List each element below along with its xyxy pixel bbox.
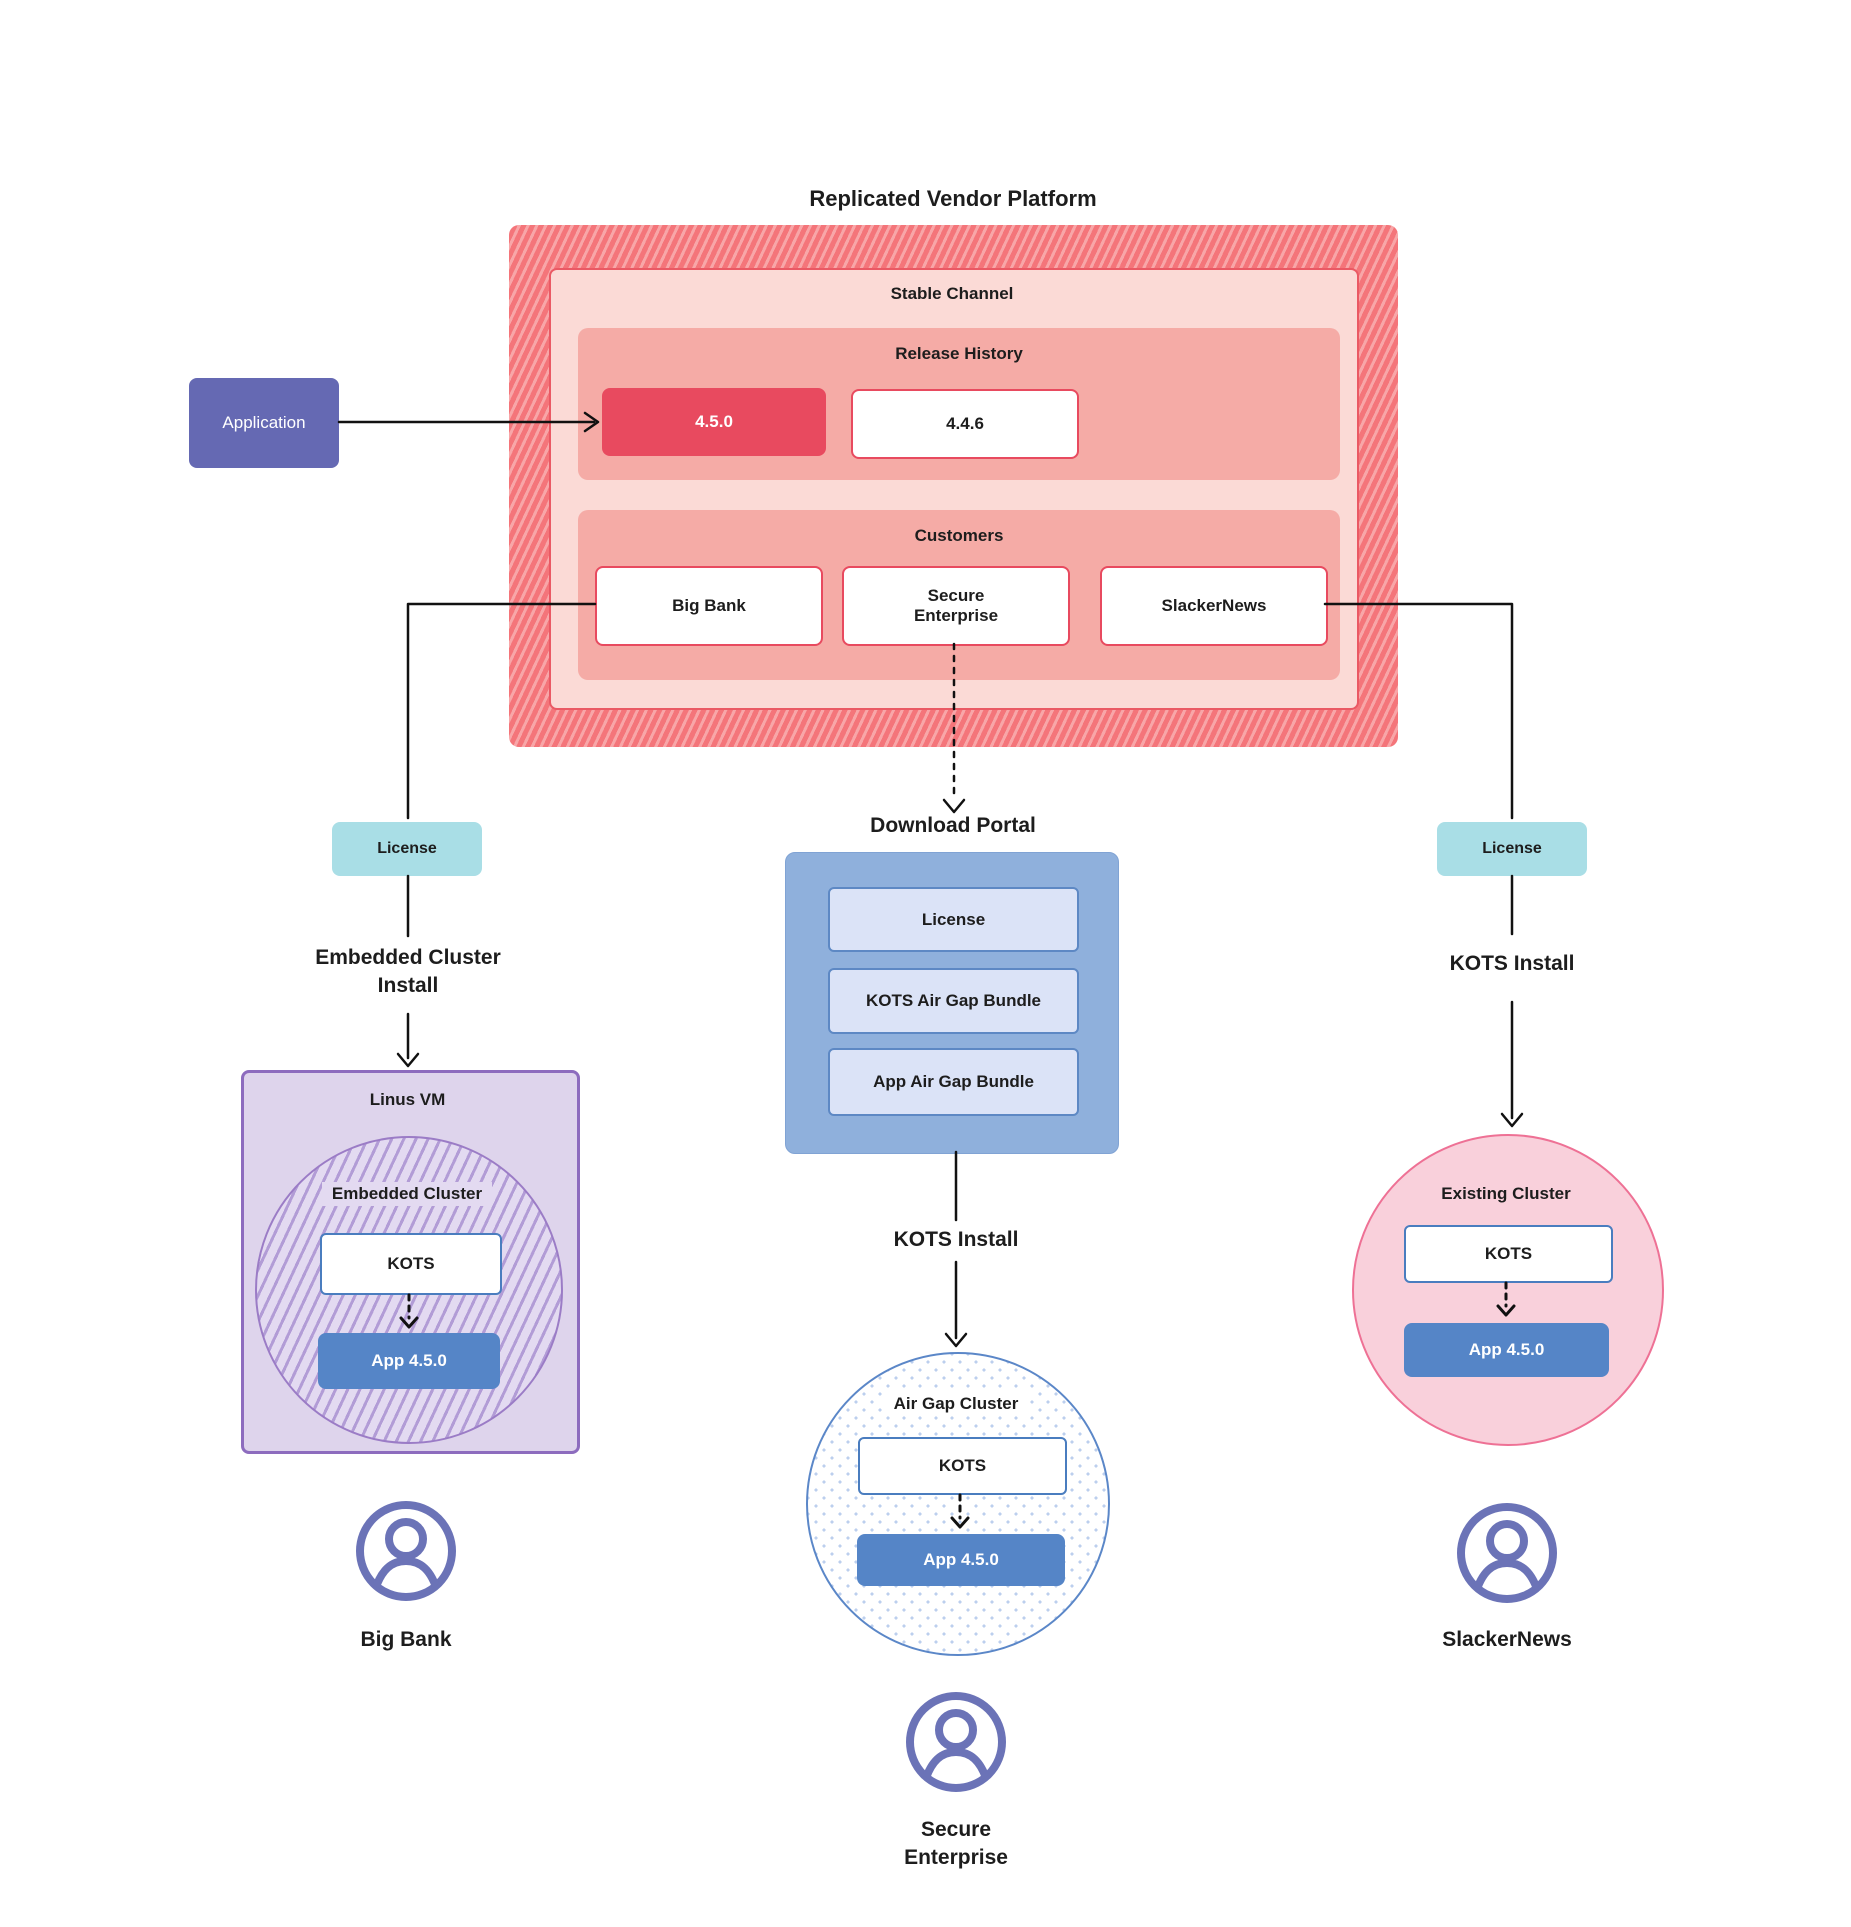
big-bank-name: Big Bank (360, 1628, 452, 1651)
slackernews-user-icon (1453, 1499, 1561, 1607)
customer-big-bank-label: Big Bank (672, 596, 746, 615)
kots-box-embedded: KOTS (320, 1233, 502, 1295)
app-box-airgap: App 4.5.0 (857, 1534, 1065, 1586)
app-box-existing: App 4.5.0 (1404, 1323, 1609, 1377)
download-portal-app-bundle-item: App Air Gap Bundle (828, 1048, 1079, 1116)
application-box: Application (189, 378, 339, 468)
customer-secure-enterprise: Secure Enterprise (842, 566, 1070, 646)
existing-cluster-circle (1352, 1134, 1664, 1446)
kots-install-label-middle: KOTS Install (893, 1228, 1019, 1251)
linus-vm-label: Linus VM (369, 1090, 446, 1109)
big-bank-user-icon (352, 1497, 460, 1605)
arrowhead-portal (942, 798, 966, 814)
embedded-cluster-install-label: Embedded Cluster Install (315, 946, 501, 997)
kots-install-label-right: KOTS Install (1449, 952, 1575, 975)
kots-box-existing: KOTS (1404, 1225, 1613, 1283)
big-bank-license-box: License (332, 822, 482, 876)
release-version-current: 4.5.0 (602, 388, 826, 456)
air-gap-cluster-label: Air Gap Cluster (806, 1392, 1106, 1416)
slackernews-name: SlackerNews (1442, 1628, 1572, 1651)
kots-box-airgap: KOTS (858, 1437, 1067, 1495)
release-history-label: Release History (895, 344, 1023, 363)
app-box-embedded: App 4.5.0 (318, 1333, 500, 1389)
arrowhead-vm (396, 1052, 420, 1068)
diagram-title: Replicated Vendor Platform (809, 186, 1097, 211)
customer-slackernews-label: SlackerNews (1161, 596, 1267, 615)
secure-enterprise-user-icon (902, 1688, 1010, 1796)
customer-big-bank: Big Bank (595, 566, 823, 646)
arrowhead-airgap (944, 1332, 968, 1348)
embedded-cluster-label: Embedded Cluster (255, 1182, 559, 1206)
customer-secure-enterprise-label: Secure Enterprise (913, 586, 999, 625)
download-portal-kots-bundle-item: KOTS Air Gap Bundle (828, 968, 1079, 1034)
arrowhead-existing (1500, 1112, 1524, 1128)
download-portal-license-item: License (828, 887, 1079, 952)
release-version-previous: 4.4.6 (851, 389, 1079, 459)
customers-label: Customers (914, 526, 1004, 545)
existing-cluster-label: Existing Cluster (1441, 1184, 1571, 1203)
download-portal-title: Download Portal (870, 814, 1036, 837)
stable-channel-label: Stable Channel (890, 284, 1014, 303)
slackernews-license-box: License (1437, 822, 1587, 876)
customer-slackernews: SlackerNews (1100, 566, 1328, 646)
secure-enterprise-name: Secure Enterprise (904, 1818, 1008, 1869)
